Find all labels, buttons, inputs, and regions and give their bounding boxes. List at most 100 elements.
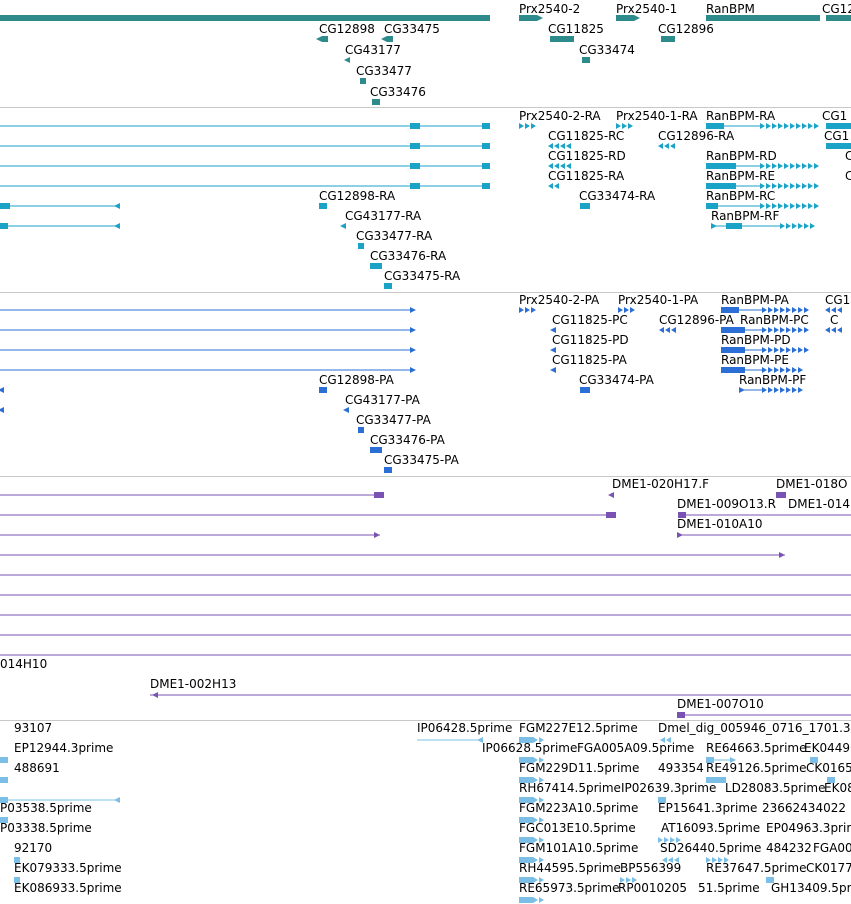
transcript-label[interactable]: CG12898-RA bbox=[319, 189, 396, 203]
transcript-label[interactable]: CG1 bbox=[822, 109, 848, 123]
exon-chevron[interactable] bbox=[539, 837, 544, 843]
gene-label[interactable]: Prx2540-2 bbox=[519, 2, 581, 16]
exon-chevron[interactable] bbox=[808, 183, 813, 189]
exon-block[interactable] bbox=[810, 757, 818, 763]
exon-block[interactable] bbox=[550, 36, 574, 42]
strand-arrow-left[interactable] bbox=[114, 797, 120, 803]
protein-label[interactable]: RanBPM-PC bbox=[740, 313, 809, 327]
transcript-label[interactable]: CG11825-RC bbox=[548, 129, 625, 143]
exon-chevron[interactable] bbox=[760, 183, 765, 189]
exon-block[interactable] bbox=[776, 492, 786, 498]
exon-chevron[interactable] bbox=[670, 837, 675, 843]
exon-block[interactable] bbox=[519, 817, 533, 823]
transcript-label[interactable]: RanBPM-RD bbox=[706, 149, 777, 163]
est-label[interactable]: P03338.5prime bbox=[0, 821, 92, 835]
transcript-label[interactable]: CG33477-RA bbox=[356, 229, 433, 243]
exon-chevron[interactable] bbox=[768, 367, 773, 373]
exon-chevron[interactable] bbox=[533, 857, 538, 863]
exon-block[interactable] bbox=[706, 123, 724, 129]
est-label[interactable]: AT16093.5prime bbox=[661, 821, 761, 835]
exon-chevron[interactable] bbox=[778, 163, 783, 169]
strand-arrow-left[interactable] bbox=[340, 223, 346, 229]
exon-chevron[interactable] bbox=[768, 307, 773, 313]
strand-arrow-left[interactable] bbox=[608, 492, 614, 498]
exon-chevron[interactable] bbox=[792, 367, 797, 373]
exon-chevron[interactable] bbox=[774, 347, 779, 353]
exon-chevron[interactable] bbox=[798, 367, 803, 373]
transcript-label[interactable]: RanBPM-RC bbox=[706, 189, 776, 203]
exon-block[interactable] bbox=[482, 123, 490, 129]
exon-chevron[interactable] bbox=[766, 183, 771, 189]
exon-chevron[interactable] bbox=[798, 327, 803, 333]
exon-block[interactable] bbox=[519, 877, 533, 883]
transcript-label[interactable]: C bbox=[845, 149, 851, 163]
exon-chevron[interactable] bbox=[786, 387, 791, 393]
transcript-label[interactable]: RanBPM-RE bbox=[706, 169, 776, 183]
exon-chevron[interactable] bbox=[766, 163, 771, 169]
exon-chevron[interactable] bbox=[660, 737, 665, 743]
exon-block[interactable] bbox=[384, 467, 392, 473]
exon-chevron[interactable] bbox=[780, 347, 785, 353]
exon-chevron[interactable] bbox=[780, 327, 785, 333]
exon-chevron[interactable] bbox=[778, 183, 783, 189]
est-label[interactable]: 484232 bbox=[766, 841, 812, 855]
exon-chevron[interactable] bbox=[798, 223, 803, 229]
est-label[interactable]: RE37647.5prime bbox=[706, 861, 807, 875]
exon-block[interactable] bbox=[766, 877, 774, 883]
est-label[interactable]: 92170 bbox=[14, 841, 53, 855]
exon-chevron[interactable] bbox=[804, 327, 809, 333]
exon-chevron[interactable] bbox=[804, 307, 809, 313]
protein-label[interactable]: CG33475-PA bbox=[384, 453, 459, 467]
exon-block[interactable] bbox=[410, 183, 420, 189]
exon-block[interactable] bbox=[0, 797, 8, 803]
exon-block[interactable] bbox=[706, 757, 714, 763]
protein-label[interactable]: C bbox=[830, 313, 839, 327]
exon-chevron[interactable] bbox=[784, 203, 789, 209]
transcript-label[interactable]: CG33474-RA bbox=[579, 189, 656, 203]
exon-block[interactable] bbox=[606, 512, 616, 518]
exon-chevron[interactable] bbox=[766, 123, 771, 129]
exon-chevron[interactable] bbox=[825, 327, 830, 333]
gene-label[interactable]: CG43177 bbox=[345, 43, 401, 57]
strand-arrow-left[interactable] bbox=[550, 367, 556, 373]
strand-arrow-left[interactable] bbox=[152, 692, 158, 698]
gene-label[interactable]: CG33476 bbox=[370, 85, 426, 99]
exon-chevron[interactable] bbox=[802, 183, 807, 189]
clone-label[interactable]: DME1-007O10 bbox=[677, 697, 764, 711]
exon-block[interactable] bbox=[580, 203, 590, 209]
strand-arrow-left[interactable] bbox=[316, 36, 322, 42]
exon-chevron[interactable] bbox=[718, 857, 723, 863]
exon-chevron[interactable] bbox=[531, 123, 536, 129]
exon-block[interactable] bbox=[706, 203, 718, 209]
protein-label[interactable]: CG43177-PA bbox=[345, 393, 420, 407]
exon-block[interactable] bbox=[827, 777, 835, 783]
transcript-label[interactable]: CG1 bbox=[824, 129, 850, 143]
est-label[interactable]: CK0165 bbox=[806, 761, 851, 775]
gene-label[interactable]: RanBPM bbox=[706, 2, 755, 16]
exon-block[interactable] bbox=[826, 123, 851, 129]
exon-chevron[interactable] bbox=[786, 307, 791, 313]
exon-chevron[interactable] bbox=[658, 143, 663, 149]
gene-label[interactable]: Prx2540-1 bbox=[616, 2, 678, 16]
exon-chevron[interactable] bbox=[630, 307, 635, 313]
strand-arrow-right[interactable] bbox=[410, 367, 416, 373]
gene-label[interactable]: CG33474 bbox=[579, 43, 635, 57]
exon-chevron[interactable] bbox=[548, 183, 553, 189]
protein-label[interactable]: Prx2540-2-PA bbox=[519, 293, 600, 307]
gene-label[interactable]: CG11825 bbox=[548, 22, 604, 36]
est-label[interactable]: EK086933.5prime bbox=[14, 881, 122, 895]
exon-chevron[interactable] bbox=[533, 897, 538, 903]
est-label[interactable]: RP0010205 bbox=[618, 881, 688, 895]
exon-chevron[interactable] bbox=[554, 163, 559, 169]
exon-chevron[interactable] bbox=[519, 123, 524, 129]
protein-label[interactable]: CG12898-PA bbox=[319, 373, 394, 387]
exon-chevron[interactable] bbox=[539, 737, 544, 743]
transcript-label[interactable]: Prx2540-1-RA bbox=[616, 109, 698, 123]
exon-chevron[interactable] bbox=[792, 347, 797, 353]
exon-block[interactable] bbox=[370, 447, 382, 453]
transcript-label[interactable]: RanBPM-RA bbox=[706, 109, 776, 123]
exon-block[interactable] bbox=[519, 15, 537, 21]
exon-block[interactable] bbox=[14, 857, 20, 863]
